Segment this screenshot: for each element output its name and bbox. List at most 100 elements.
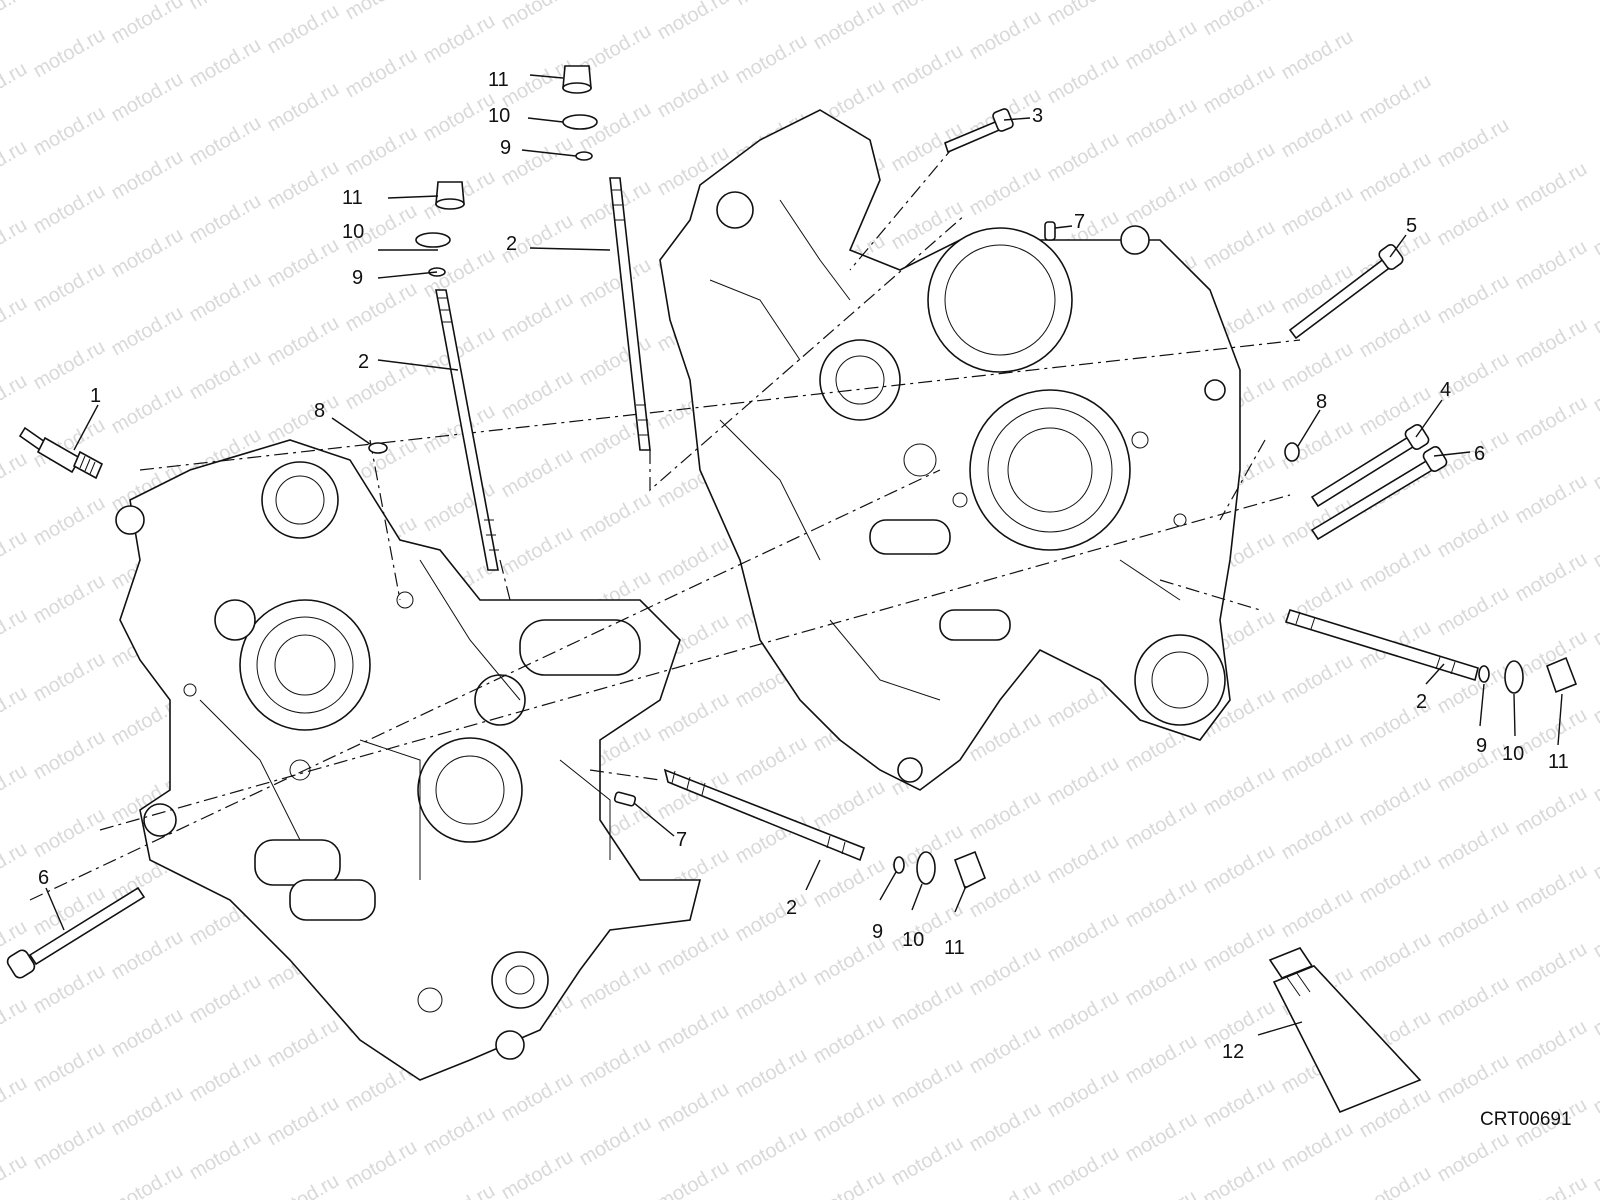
watermark-text: motod.ru (264, 1170, 343, 1200)
callout-11: 11 (1548, 751, 1569, 773)
watermark-text: motod.ru (30, 648, 109, 707)
watermark-text: motod.ru (1044, 0, 1123, 30)
left-crankcase-half (115, 439, 702, 1081)
watermark-text: motod.ru (1278, 806, 1357, 865)
watermark-text: motod.ru (264, 1014, 343, 1073)
watermark-text: motod.ru (1512, 470, 1591, 529)
watermark-text: motod.ru (264, 234, 343, 293)
watermark-text: motod.ru (1356, 1162, 1435, 1200)
part-4-bolt (1310, 423, 1430, 508)
part-8-oring-left (368, 442, 388, 454)
watermark-text: motod.ru (1200, 1074, 1279, 1133)
watermark-text: motod.ru (108, 380, 187, 439)
watermark-text: motod.ru (1044, 986, 1123, 1045)
part-2-stud-right-horizontal (1284, 609, 1479, 682)
watermark-text: motod.ru (186, 190, 265, 249)
watermark-text: motod.ru (1044, 1142, 1123, 1200)
watermark-text: motod.ru (186, 268, 265, 327)
watermark-text: motod.ru (1590, 436, 1600, 495)
watermark-text: motod.ru (1278, 728, 1357, 787)
watermark-text: motod.ru (1200, 0, 1279, 40)
watermark-text: motod.ru (1200, 138, 1279, 197)
watermark-text: motod.ru (966, 786, 1045, 845)
part-1-sensor (18, 426, 104, 480)
watermark-text: motod.ru (1122, 16, 1201, 75)
watermark-text: motod.ru (264, 0, 343, 58)
watermark-text: motod.ru (1590, 592, 1600, 651)
watermark-text: motod.ru (654, 688, 733, 747)
part-11-nut-group (435, 65, 1578, 890)
watermark-text: motod.ru (0, 448, 31, 507)
watermark-text: motod.ru (810, 0, 889, 54)
watermark-text: motod.ru (966, 162, 1045, 221)
watermark-text: motod.ru (966, 1020, 1045, 1079)
watermark-text: motod.ru (576, 956, 655, 1015)
watermark-text: motod.ru (108, 1082, 187, 1141)
watermark-text: motod.ru (1434, 894, 1513, 953)
part-12-sealant-tube (1268, 947, 1422, 1114)
leader-lines (45, 74, 1563, 1036)
watermark-text: motod.ru (1590, 1138, 1600, 1197)
watermark-text: motod.ru (498, 288, 577, 347)
watermark-text: motod.ru (810, 776, 889, 835)
watermark-text: motod.ru (264, 312, 343, 371)
callout-9: 9 (1476, 735, 1487, 757)
callout-11: 11 (944, 937, 965, 959)
watermark-text: motod.ru (420, 10, 499, 69)
watermark-text: motod.ru (576, 254, 655, 313)
watermark-text: motod.ru (888, 1054, 967, 1113)
watermark-text: motod.ru (1356, 928, 1435, 987)
watermark-text: motod.ru (1122, 172, 1201, 231)
watermark-text: motod.ru (1590, 202, 1600, 261)
watermark-text: motod.ru (1590, 358, 1600, 417)
watermark-text: motod.ru (342, 0, 421, 24)
watermark-text: motod.ru (966, 942, 1045, 1001)
callout-2: 2 (506, 233, 517, 255)
watermark-text: motod.ru (1200, 1152, 1279, 1200)
callout-8: 8 (1316, 391, 1327, 413)
watermark-text: motod.ru (1434, 816, 1513, 875)
watermark-text: motod.ru (1044, 908, 1123, 967)
part-2-stud-bottom-horizontal (663, 768, 865, 862)
watermark-text: motod.ru (1122, 1186, 1201, 1200)
watermark-text: motod.ru (0, 370, 31, 429)
watermark-text: motod.ru (1122, 94, 1201, 153)
callout-11: 11 (488, 69, 509, 91)
watermark-text: motod.ru (1122, 796, 1201, 855)
watermark-text: motod.ru (654, 1000, 733, 1059)
watermark-text: motod.ru (966, 1098, 1045, 1157)
watermark-text: motod.ru (1590, 1060, 1600, 1119)
watermark-text: motod.ru (264, 390, 343, 449)
watermark-text: motod.ru (1434, 504, 1513, 563)
watermark-text: motod.ru (30, 726, 109, 785)
watermark-text: motod.ru (1590, 748, 1600, 807)
watermark-text: motod.ru (1434, 738, 1513, 797)
watermark-text: motod.ru (732, 966, 811, 1025)
part-8-oring-right (1284, 442, 1300, 462)
callout-2: 2 (358, 351, 369, 373)
watermark-text: motod.ru (1512, 938, 1591, 997)
watermark-text: motod.ru (108, 146, 187, 205)
watermark-text: motod.ru (108, 0, 187, 48)
watermark-text: motod.ru (498, 0, 577, 34)
watermark-text: motod.ru (30, 258, 109, 317)
watermark-text: motod.ru (1512, 314, 1591, 373)
watermark-text: motod.ru (1356, 850, 1435, 909)
watermark-text: motod.ru (186, 112, 265, 171)
watermark-text: motod.ru (810, 1010, 889, 1069)
watermark-text: motod.ru (264, 1092, 343, 1151)
watermark-text: motod.ru (498, 444, 577, 503)
callout-7: 7 (1074, 211, 1085, 233)
watermark-text: motod.ru (1278, 1118, 1357, 1177)
callout-9: 9 (352, 267, 363, 289)
watermark-text: motod.ru (576, 1034, 655, 1093)
callout-10: 10 (1502, 743, 1524, 765)
watermark-text: motod.ru (186, 1126, 265, 1185)
watermark-text: motod.ru (1278, 182, 1357, 241)
watermark-text: motod.ru (498, 1146, 577, 1200)
watermark-text: motod.ru (1278, 650, 1357, 709)
watermark-text: motod.ru (810, 1166, 889, 1200)
callout-2: 2 (786, 897, 797, 919)
watermark-text: motod.ru (1590, 280, 1600, 339)
